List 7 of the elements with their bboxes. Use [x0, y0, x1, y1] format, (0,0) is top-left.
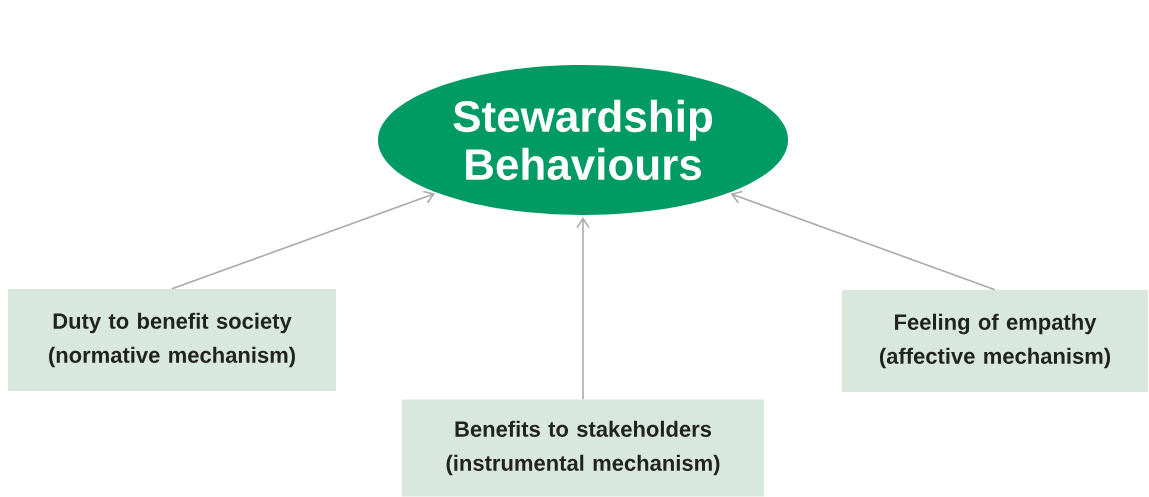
text-box: Feeling of empathy (affective mechanism): [842, 290, 1148, 392]
ellipse-node: Stewardship Behaviours: [377, 65, 789, 215]
text-box: Benefits to stakeholders (instrumental mechanism): [402, 399, 764, 497]
arrow: [730, 190, 996, 291]
text-box: Duty to benefit society (normative mechanism): [8, 289, 336, 391]
arrow: [576, 217, 590, 401]
arrow: [171, 190, 436, 290]
